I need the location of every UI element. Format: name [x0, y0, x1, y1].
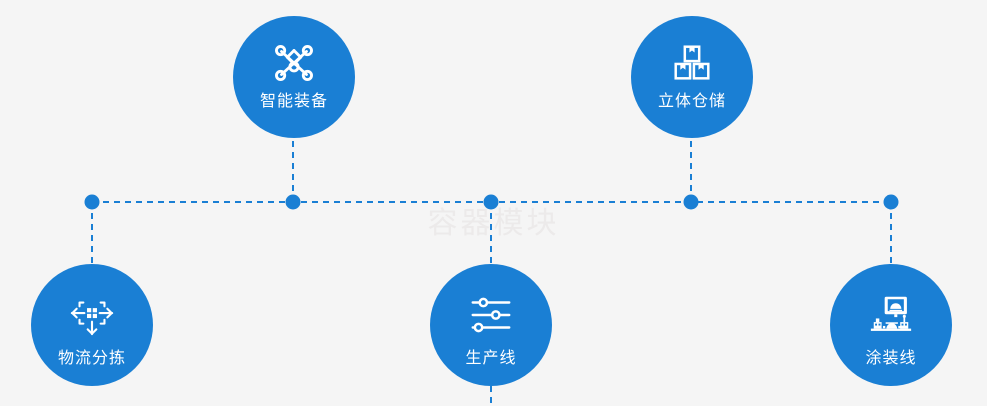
factory-monitor-icon — [868, 292, 914, 338]
stacked-boxes-icon — [669, 40, 715, 86]
bus-node-dot — [683, 194, 699, 210]
node-intelligent-equipment[interactable]: 智能装备 — [233, 16, 355, 138]
bus-node-dot — [883, 194, 899, 210]
node-logistics-sorting[interactable]: 物流分拣 — [31, 264, 153, 386]
node-label: 智能装备 — [259, 91, 328, 110]
network-nodes-icon — [271, 40, 317, 86]
node-production-line[interactable]: 生产线 — [430, 264, 552, 386]
watermark-text: 容器模块 — [427, 206, 560, 241]
node-stereo-warehouse[interactable]: 立体仓储 — [631, 16, 753, 138]
sliders-icon — [468, 292, 514, 338]
bus-node-dot — [84, 194, 100, 210]
node-label: 立体仓储 — [657, 91, 726, 110]
node-label: 涂装线 — [865, 348, 917, 367]
node-label: 物流分拣 — [57, 348, 126, 367]
node-label: 生产线 — [465, 348, 517, 367]
bus-node-dot — [285, 194, 301, 210]
bus-node-dot — [483, 194, 499, 210]
sorting-arrows-icon — [69, 292, 115, 338]
node-painting-line[interactable]: 涂装线 — [830, 264, 952, 386]
